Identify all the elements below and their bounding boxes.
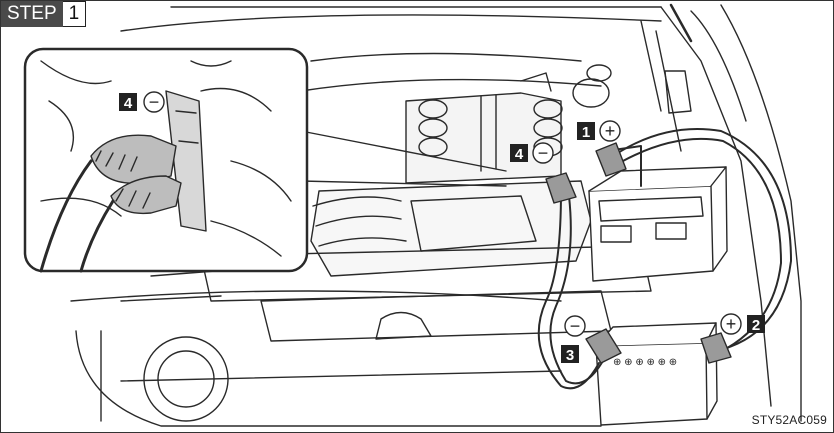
figure-reference-code: STY52AC059 (752, 413, 827, 427)
callout-4-inset-number: 4 (124, 95, 133, 112)
step-number: 1 (63, 1, 87, 27)
callout-3-polarity: − (570, 316, 581, 336)
callout-4-engine-number: 4 (515, 146, 524, 163)
callout-2-polarity: + (726, 314, 737, 334)
callout-1-polarity: + (605, 121, 616, 141)
callout-4-inset-polarity: − (149, 92, 160, 112)
callout-2-number: 2 (752, 317, 760, 334)
front-bumper (71, 291, 601, 426)
callout-3: − 3 (561, 316, 585, 364)
callout-2: + 2 (721, 314, 765, 334)
step-label: STEP (1, 1, 63, 27)
step-badge: STEP 1 (1, 1, 86, 27)
callout-1-number: 1 (582, 124, 590, 141)
callout-3-number: 3 (566, 347, 574, 364)
callout-1: 1 + (577, 121, 620, 141)
callout-4-engine-polarity: − (538, 143, 549, 163)
booster-battery: ⊕ ⊕ ⊕ ⊕ ⊕ ⊕ (596, 323, 717, 425)
svg-text:⊕ ⊕ ⊕ ⊕ ⊕ ⊕: ⊕ ⊕ ⊕ ⊕ ⊕ ⊕ (613, 357, 677, 368)
